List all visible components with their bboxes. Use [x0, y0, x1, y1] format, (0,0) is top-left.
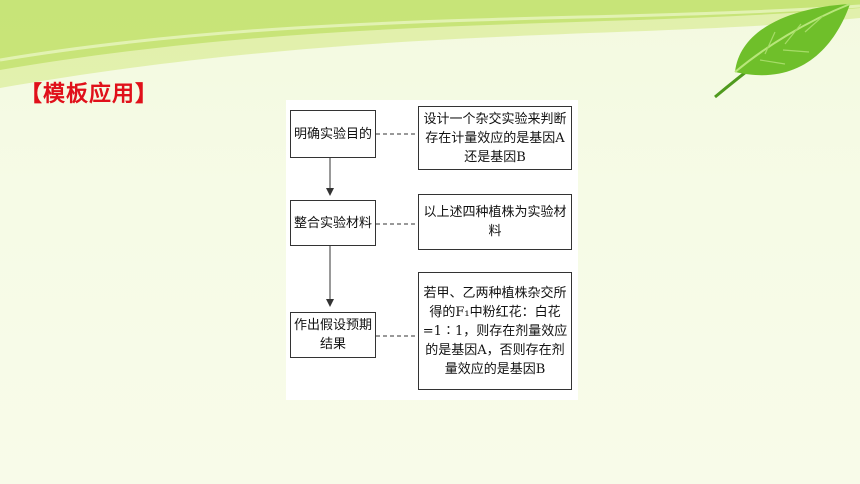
step-label: 作出假设预期结果	[294, 318, 373, 352]
leaf-icon	[714, 3, 851, 99]
step-detail-box: 设计一个杂交实验来判断存在计量效应的是基因A还是基因B	[418, 106, 572, 170]
flow-diagram: 明确实验目的 设计一个杂交实验来判断存在计量效应的是基因A还是基因B 整合实验材…	[286, 100, 578, 400]
step-detail: 若甲、乙两种植株杂交所得的F₁中粉红花：白花=1∶1，则存在剂量效应的是基因A，…	[422, 285, 568, 377]
section-heading: 【模板应用】	[20, 82, 159, 107]
step-detail: 设计一个杂交实验来判断存在计量效应的是基因A还是基因B	[423, 111, 567, 165]
step-label-box: 作出假设预期结果	[290, 312, 376, 358]
step-detail-box: 若甲、乙两种植株杂交所得的F₁中粉红花：白花=1∶1，则存在剂量效应的是基因A，…	[418, 272, 572, 390]
decorative-swoosh-band	[0, 0, 860, 88]
connectors	[326, 133, 418, 337]
step-detail-box: 以上述四种植株为实验材料	[418, 194, 572, 250]
step-detail: 以上述四种植株为实验材料	[423, 205, 567, 239]
step-label: 整合实验材料	[294, 215, 373, 231]
step-label: 明确实验目的	[294, 126, 373, 142]
step-label-box: 整合实验材料	[290, 200, 376, 246]
step-label-box: 明确实验目的	[290, 110, 376, 158]
